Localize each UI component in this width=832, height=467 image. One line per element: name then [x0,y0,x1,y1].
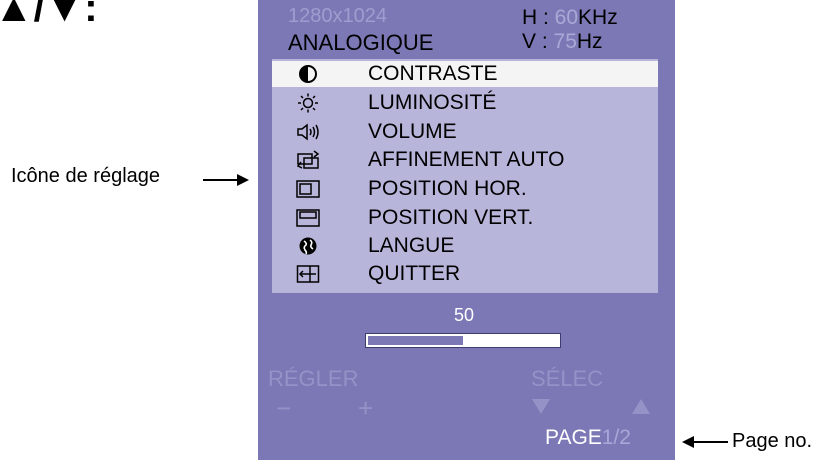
resolution-readout: 1280x1024 [288,5,387,27]
heading-fragment: ▲/▼: [0,0,98,30]
vertical-frequency: V : 75Hz [522,30,603,53]
menu-item-exit[interactable]: QUITTER [272,261,658,287]
osd-panel: 1280x1024 ANALOGIQUE H : 60KHz V : 75Hz … [258,0,675,460]
minus-button[interactable]: − [276,393,292,423]
callout-page-no: Page no. [732,430,813,452]
level-bar[interactable] [365,333,561,348]
horizontal-position-icon [296,179,320,199]
up-arrow-icon[interactable] [632,399,650,414]
page-indicator: PAGE1/2 [545,426,631,449]
osd-menu: CONTRASTE LUMINOSITÉ VOLUME AFFINEMENT A… [272,59,658,293]
menu-item-brightness[interactable]: LUMINOSITÉ [272,90,658,116]
value-readout: 50 [454,305,475,325]
exit-icon [296,264,320,284]
arrow-left-icon [682,436,728,448]
plus-button[interactable]: + [358,393,374,423]
level-bar-fill [368,336,463,345]
menu-item-contrast[interactable]: CONTRASTE [272,61,658,87]
arrow-right-icon [203,174,249,186]
menu-item-horizontal-position[interactable]: POSITION HOR. [272,176,658,202]
language-icon [296,236,320,256]
select-label: SÉLEC [531,366,604,391]
horizontal-frequency: H : 60KHz [522,6,618,29]
down-arrow-icon[interactable] [532,399,550,414]
menu-item-auto-adjust[interactable]: AFFINEMENT AUTO [272,147,658,173]
menu-item-vertical-position[interactable]: POSITION VERT. [272,205,658,231]
adjust-label: RÉGLER [268,366,359,391]
vertical-position-icon [296,208,320,228]
callout-adjust-icon: Icône de réglage [11,165,161,187]
brightness-icon [296,93,320,113]
menu-item-language[interactable]: LANGUE [272,233,658,259]
volume-icon [296,122,320,142]
menu-item-volume[interactable]: VOLUME [272,119,658,145]
input-mode-label: ANALOGIQUE [288,30,434,55]
contrast-icon [296,64,320,84]
auto-adjust-icon [296,150,320,170]
